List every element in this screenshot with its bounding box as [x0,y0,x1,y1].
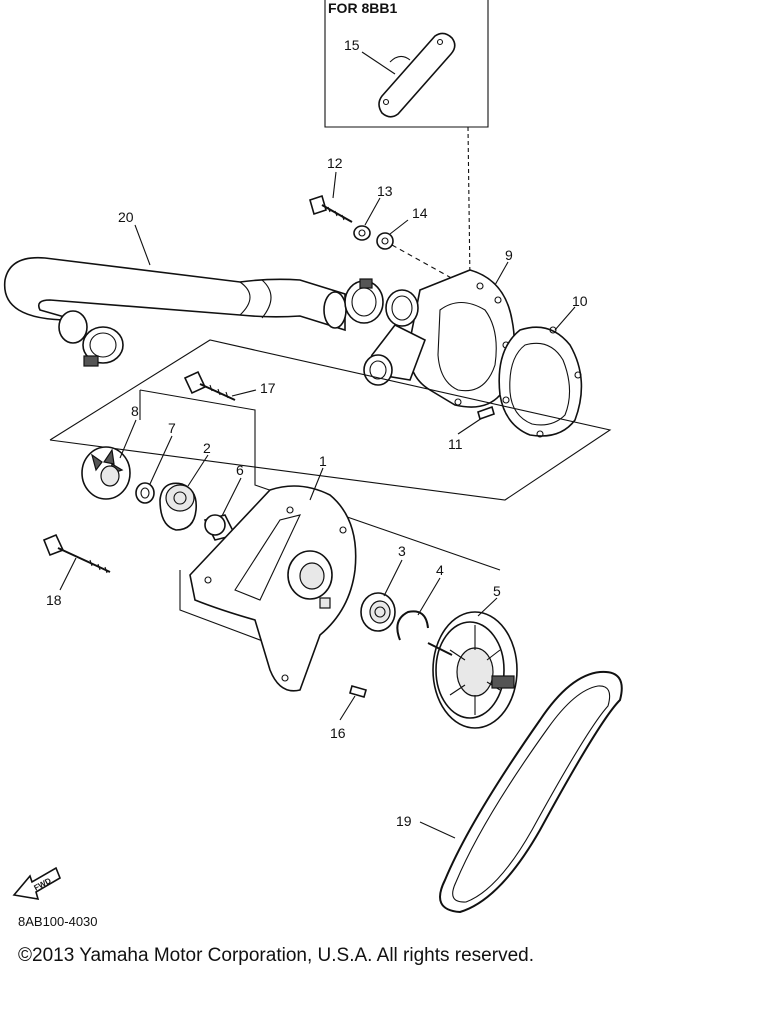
part-17-bolt[interactable] [183,370,236,401]
assembly-frame-lower [139,389,501,656]
inset-box: FOR 8BB1 [324,0,489,283]
copyright-notice: ©2013 Yamaha Motor Corporation, U.S.A. A… [18,945,534,966]
diagram-code: 8AB100-4030 [18,914,98,929]
callout-12: 12 [327,155,343,171]
callout-18: 18 [46,592,62,608]
part-5-pulley[interactable] [427,611,518,729]
callout-7: 7 [168,420,176,436]
part-12-bolt[interactable] [309,194,353,223]
callout-labels: 15 12 13 14 20 9 10 17 8 7 2 6 1 11 3 4 … [46,37,588,829]
part-4-circlip[interactable] [396,610,429,641]
callout-19: 19 [396,813,412,829]
part-9-pump-cover[interactable] [363,269,516,408]
part-3-bearing[interactable] [360,592,396,632]
callout-11: 11 [448,436,463,452]
part-15-pad[interactable] [378,32,456,118]
callout-9: 9 [505,247,513,263]
callout-14: 14 [412,205,428,221]
callout-2: 2 [203,440,211,456]
part-13-washer[interactable] [353,225,371,241]
hose-clamp-right[interactable] [344,278,384,324]
callout-8: 8 [131,403,139,419]
part-6-collar[interactable] [203,514,237,541]
assembly-frame-upper [49,339,612,501]
part-7-seal[interactable] [135,482,155,504]
part-11-dowel-pin[interactable] [477,405,495,421]
callout-6: 6 [236,462,244,478]
fwd-arrow-icon: FWD [12,866,61,900]
callout-5: 5 [493,583,501,599]
part-18-bolt[interactable] [42,533,111,574]
part-20-hose[interactable] [3,256,347,344]
callout-13: 13 [377,183,393,199]
inset-title: FOR 8BB1 [328,0,397,16]
part-8-impeller[interactable] [81,446,131,500]
part-19-drive-belt[interactable] [439,670,623,914]
part-2-mechanical-seal[interactable] [159,482,198,531]
callout-20: 20 [118,209,134,225]
callout-15: 15 [344,37,360,53]
callout-4: 4 [436,562,444,578]
part-14-washer[interactable] [376,232,394,250]
part-1-pump-housing[interactable] [189,485,357,692]
leader-lines [59,171,576,839]
callout-1: 1 [319,453,327,469]
callout-10: 10 [572,293,588,309]
callout-17: 17 [260,380,276,396]
part-16-dowel-pin[interactable] [349,685,367,698]
hose-clamp-left[interactable] [82,326,124,367]
part-10-gasket[interactable] [498,326,583,438]
callout-16: 16 [330,725,346,741]
callout-3: 3 [398,543,406,559]
